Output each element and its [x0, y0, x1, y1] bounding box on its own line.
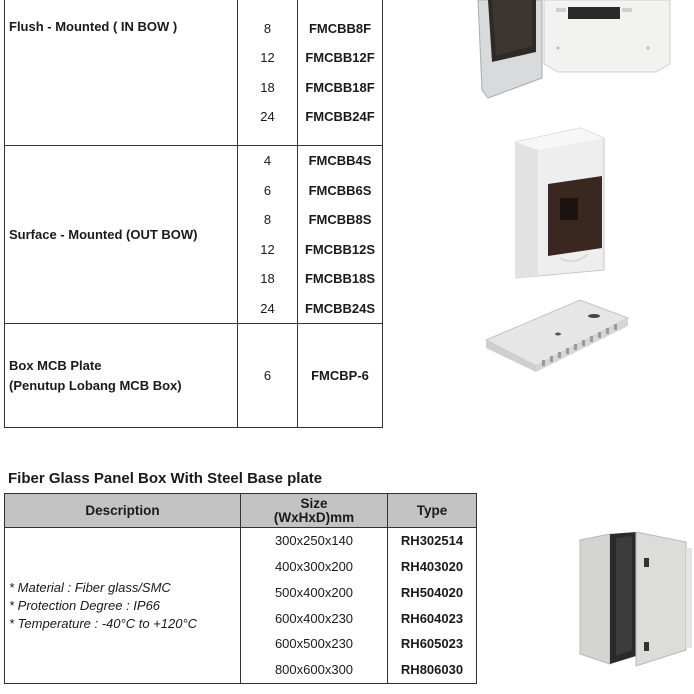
ways-value: 24: [260, 300, 275, 316]
size-value: 400x300x200: [274, 558, 354, 574]
product-code: FMCBB24F: [305, 109, 375, 125]
header-size-line-2: (WxHxD)mm: [273, 509, 355, 525]
code-cell: FMCBB4S FMCBB6S FMCBB8S FMCBB12S FMCBB18…: [297, 145, 383, 324]
table-row-surface-mounted: Surface - Mounted (OUT BOW) 4 6 8 12 18 …: [4, 145, 383, 324]
spec-material: * Material : Fiber glass/SMC: [9, 579, 171, 595]
ways-value: 12: [260, 50, 275, 66]
product-code: FMCBP-6: [311, 367, 369, 383]
type-code: RH605023: [400, 636, 464, 652]
product-code: FMCBB18S: [304, 271, 376, 286]
description-text: Flush - Mounted ( IN BOW ): [9, 19, 178, 34]
header-size-line-1: Size: [300, 495, 328, 511]
size-value: 300x250x140: [274, 533, 354, 549]
product-code: FMCBB12F: [305, 50, 375, 66]
product-code: FMCBB24S: [304, 300, 376, 316]
ways-value: 4: [263, 153, 272, 168]
ways-value: 18: [260, 271, 275, 286]
header-type: Type: [387, 493, 477, 528]
description-cell: Surface - Mounted (OUT BOW): [4, 145, 238, 324]
product-code: FMCBB6S: [308, 182, 372, 198]
type-code: RH302514: [400, 533, 464, 549]
ways-cell: 8 12 18 24: [237, 0, 298, 146]
product-code: FMCBB8F: [308, 20, 372, 36]
ways-value: 6: [263, 182, 272, 198]
code-cell: FMCBB8F FMCBB12F FMCBB18F FMCBB24F: [297, 0, 383, 146]
size-value: 500x400x200: [274, 584, 354, 600]
type-code: RH403020: [400, 558, 464, 574]
table-row-flush-mounted: Flush - Mounted ( IN BOW ) 8 12 18 24 FM…: [4, 0, 383, 146]
code-cell: FMCBP-6: [297, 323, 383, 428]
ways-value: 18: [260, 79, 275, 95]
header-size: Size (WxHxD)mm: [240, 493, 388, 528]
table-row: * Material : Fiber glass/SMC * Protectio…: [4, 527, 477, 684]
ways-value: 8: [263, 212, 272, 227]
spec-protection-degree: * Protection Degree : IP66: [9, 597, 161, 613]
section-title: Fiber Glass Panel Box With Steel Base pl…: [8, 470, 323, 487]
product-code: FMCBB4S: [308, 153, 372, 168]
type-code: RH806030: [400, 662, 464, 678]
ways-cell: 6: [237, 323, 298, 428]
fiber-glass-panel-table: Description Size (WxHxD)mm Type * Materi…: [4, 493, 477, 684]
table-header-row: Description Size (WxHxD)mm Type: [4, 493, 477, 528]
ways-value: 12: [260, 241, 275, 257]
description-line-2: (Penutup Lobang MCB Box): [9, 377, 182, 393]
mcb-blanking-plate-image: [484, 299, 630, 372]
surface-mounted-mcb-box-image: [515, 127, 605, 279]
type-cell: RH302514 RH403020 RH504020 RH604023 RH60…: [387, 527, 477, 684]
type-code: RH604023: [400, 610, 464, 626]
spec-temperature: * Temperature : -40°C to +120°C: [9, 615, 198, 631]
size-value: 600x400x230: [274, 610, 354, 626]
type-code: RH504020: [400, 584, 464, 600]
size-value: 600x500x230: [274, 636, 354, 652]
description-text: Surface - Mounted (OUT BOW): [9, 227, 198, 242]
description-cell: Box MCB Plate (Penutup Lobang MCB Box): [4, 323, 238, 428]
size-cell: 300x250x140 400x300x200 500x400x200 600x…: [240, 527, 388, 684]
header-description: Description: [4, 493, 241, 528]
specs-cell: * Material : Fiber glass/SMC * Protectio…: [4, 527, 241, 684]
description-line-1: Box MCB Plate: [9, 357, 102, 373]
flush-mounted-mcb-box-open-image: [477, 0, 671, 99]
ways-value: 8: [263, 20, 272, 36]
product-code: FMCBB12S: [304, 241, 376, 257]
mcb-box-table: Flush - Mounted ( IN BOW ) 8 12 18 24 FM…: [4, 0, 383, 428]
size-value: 800x600x300: [274, 662, 354, 678]
product-code: FMCBB8S: [308, 212, 372, 227]
product-code: FMCBB18F: [305, 79, 375, 95]
fiber-glass-panel-box-image: [579, 531, 692, 667]
table-row-box-mcb-plate: Box MCB Plate (Penutup Lobang MCB Box) 6…: [4, 323, 383, 428]
description-cell: Flush - Mounted ( IN BOW ): [4, 0, 238, 146]
ways-value: 6: [263, 367, 272, 383]
ways-cell: 4 6 8 12 18 24: [237, 145, 298, 324]
ways-value: 24: [260, 109, 275, 125]
